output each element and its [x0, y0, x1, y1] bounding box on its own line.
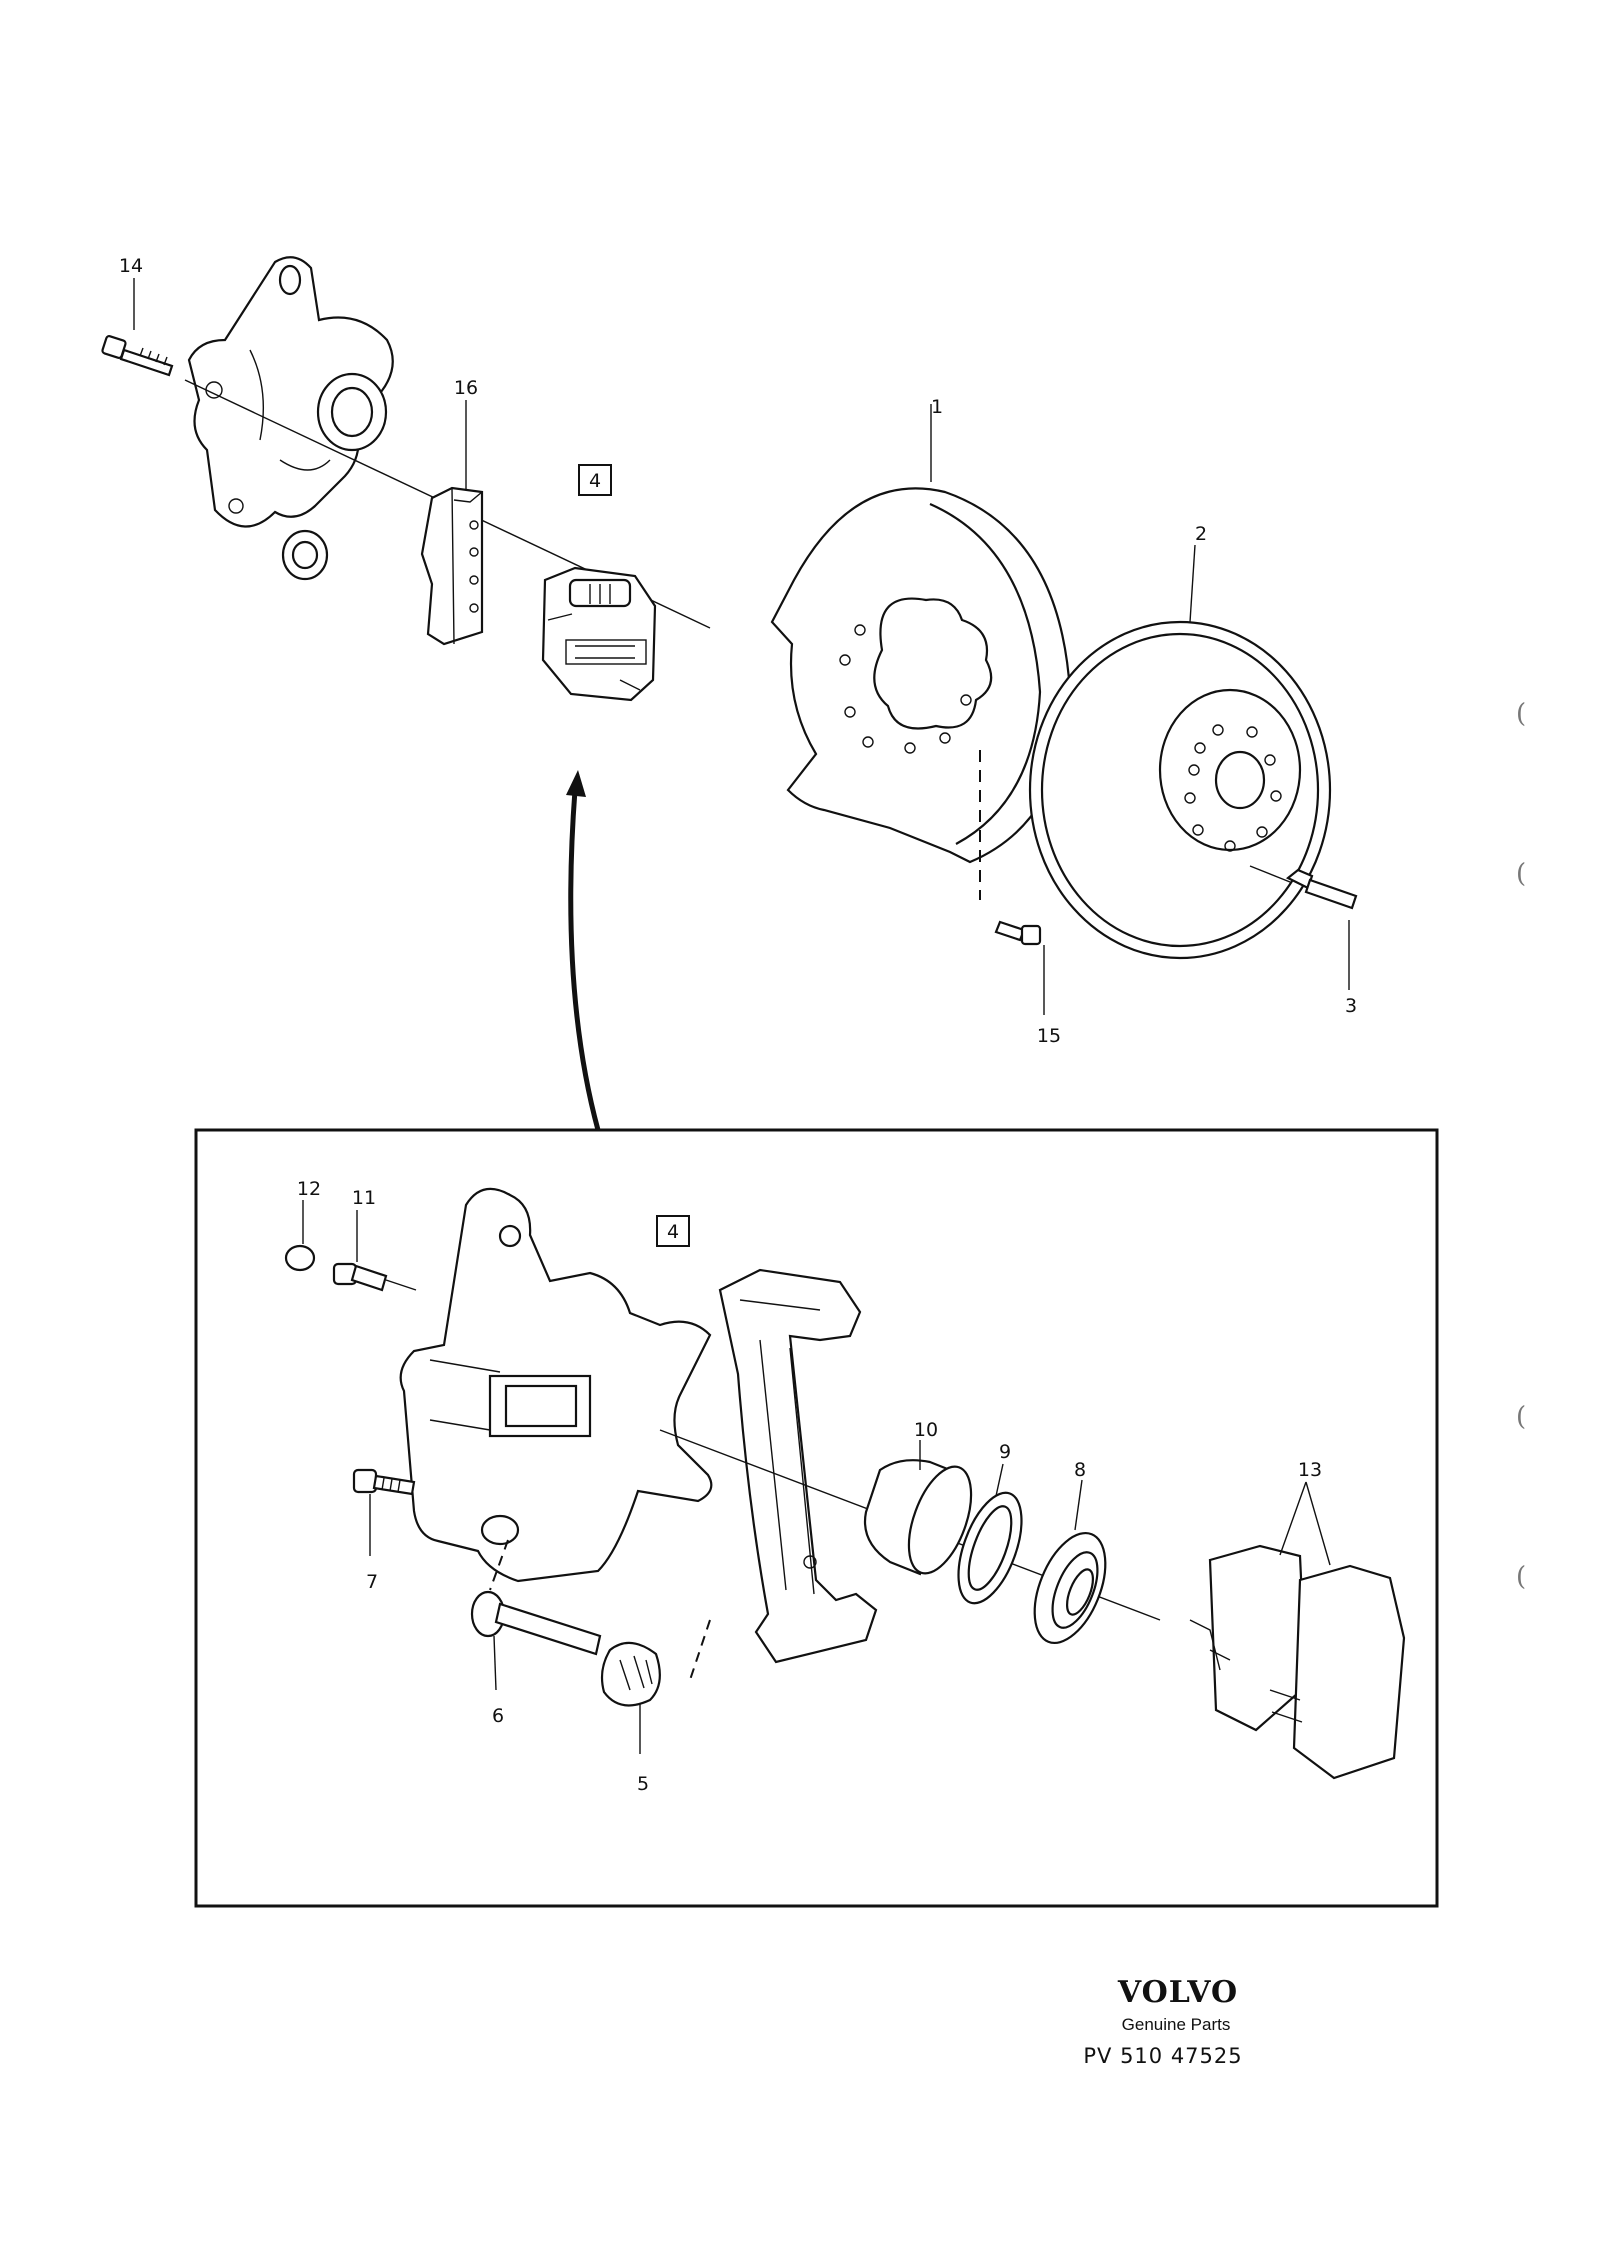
pin-dashed-line [489, 1539, 509, 1591]
seal-9-drawing [957, 1491, 1023, 1605]
genuine-parts-label: Genuine Parts [1122, 2015, 1231, 2034]
callout-10: 10 [914, 1419, 938, 1441]
dust-boot-8-drawing [1033, 1531, 1107, 1645]
volvo-logo: VOLVO [1117, 1975, 1238, 2010]
wheel-stud-3-drawing [1249, 865, 1358, 910]
screw-15-drawing [994, 920, 1042, 946]
backing-plate-1-drawing [770, 487, 1072, 864]
leader-lines-top [133, 278, 1350, 1015]
guide-pin-6-drawing [470, 1590, 602, 1656]
callout-box-4-top [578, 464, 612, 496]
brake-caliper-small-drawing [541, 566, 657, 702]
piston-10-drawing [863, 1459, 973, 1576]
callout-11: 11 [352, 1187, 376, 1209]
bolt-14-drawing [101, 335, 174, 377]
bolt-7-drawing [352, 1468, 416, 1496]
detail-pointer-arrow [566, 770, 601, 1131]
brake-pads-13-drawing [1189, 1544, 1406, 1780]
callout-12: 12 [297, 1178, 321, 1200]
callout-5: 5 [637, 1773, 649, 1795]
bleeder-cap-12-drawing [284, 1244, 316, 1272]
caliper-carrier-drawing [718, 1268, 878, 1664]
steering-knuckle-drawing [187, 256, 394, 581]
detail-inset-frame [194, 1128, 1439, 1908]
side-mark-3: ( [1516, 1402, 1526, 1432]
callout-7: 7 [366, 1571, 378, 1593]
sleeve-dashed-line [689, 1619, 711, 1681]
side-mark-1: ( [1516, 699, 1526, 729]
callout-16: 16 [454, 377, 478, 399]
bracket-16-drawing [420, 486, 484, 646]
callout-1: 1 [931, 396, 943, 418]
bleeder-screw-11-drawing [332, 1262, 417, 1292]
callout-4-top: 4 [589, 470, 601, 492]
brake-disc-2-drawing [1028, 620, 1332, 960]
callout-9: 9 [999, 1441, 1011, 1463]
leader-lines-inset [302, 1200, 1331, 1754]
guide-sleeve-5-drawing [600, 1641, 661, 1707]
part-number-label: PV 510 47525 [1083, 2044, 1242, 2068]
callout-13: 13 [1298, 1459, 1322, 1481]
callout-3: 3 [1345, 995, 1357, 1017]
side-mark-4: ( [1516, 1562, 1526, 1592]
callout-2: 2 [1195, 523, 1207, 545]
callout-4-inset: 4 [667, 1221, 679, 1243]
caliper-housing-drawing [399, 1187, 713, 1583]
callout-6: 6 [492, 1705, 504, 1727]
callout-box-4-inset [656, 1215, 690, 1247]
callout-15: 15 [1037, 1025, 1061, 1047]
side-mark-2: ( [1516, 859, 1526, 889]
callout-8: 8 [1074, 1459, 1086, 1481]
callout-14: 14 [119, 255, 143, 277]
